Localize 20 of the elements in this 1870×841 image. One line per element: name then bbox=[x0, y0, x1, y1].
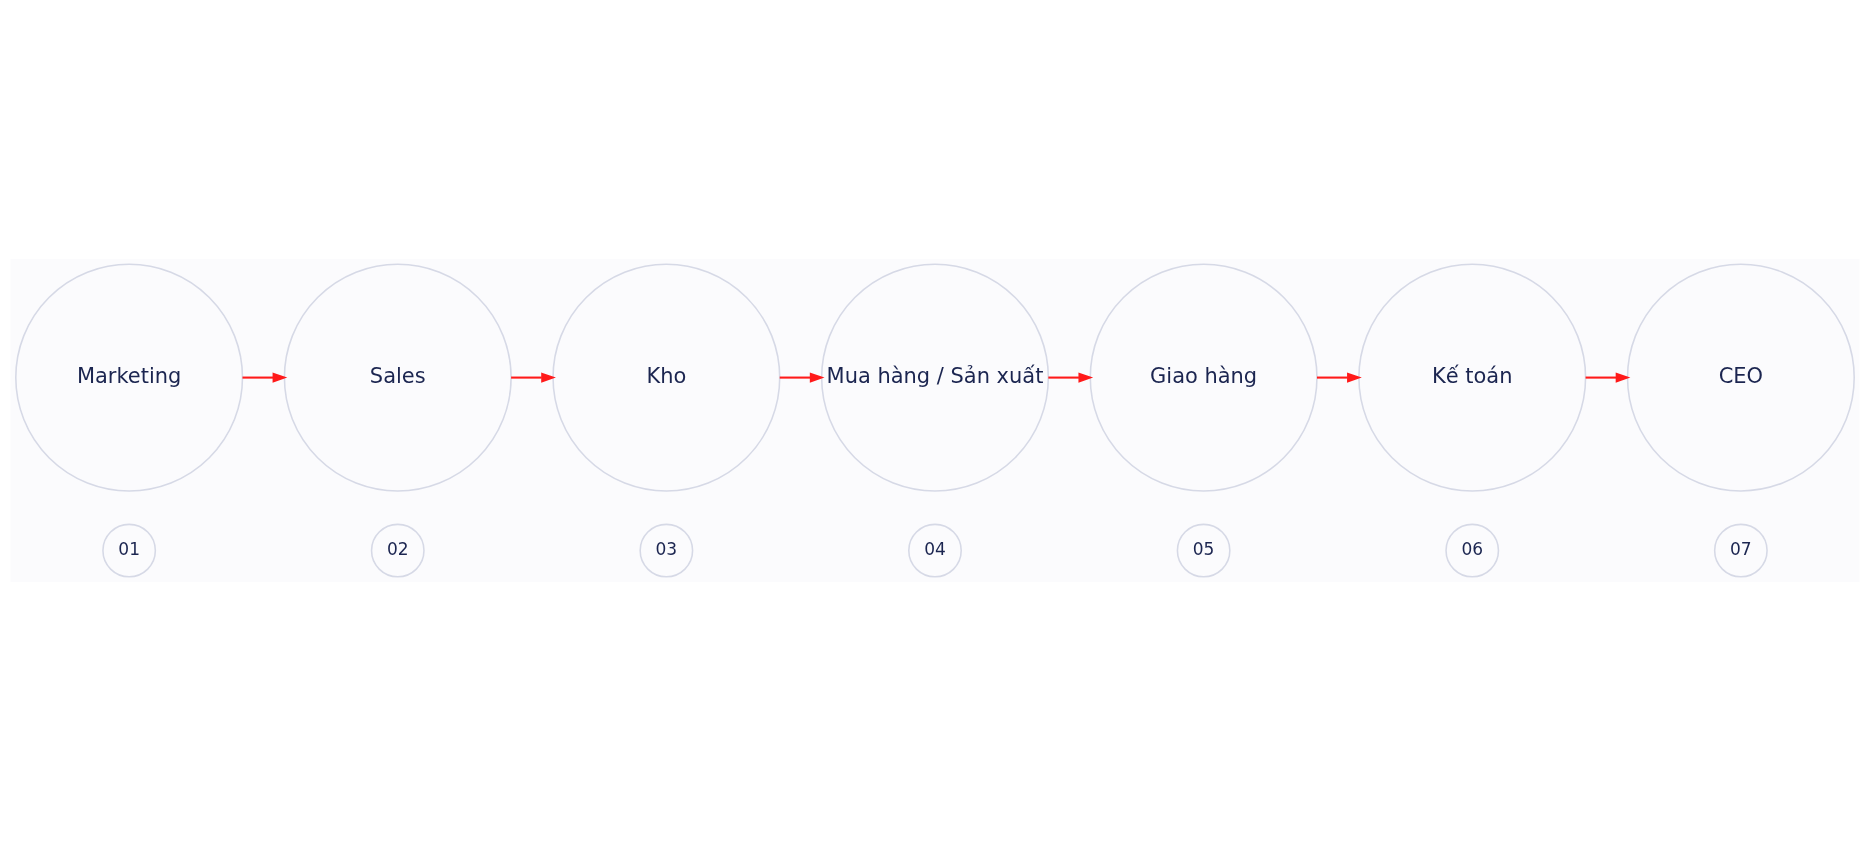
node-circle: Kế toán bbox=[1358, 263, 1587, 492]
node-circle: 04 bbox=[908, 523, 962, 578]
arrow bbox=[1585, 372, 1631, 383]
node-circle: Marketing bbox=[15, 263, 244, 492]
node-circle: Giao hàng bbox=[1089, 263, 1318, 492]
arrow bbox=[779, 372, 825, 383]
node-circle: 07 bbox=[1713, 523, 1768, 578]
node-circle: 05 bbox=[1176, 523, 1231, 578]
node-circle: 01 bbox=[102, 523, 157, 578]
node-circle: Sales bbox=[283, 263, 512, 492]
node-circle: Mua hàng / Sản xuất bbox=[820, 263, 1050, 492]
arrow bbox=[242, 372, 288, 383]
arrow bbox=[1048, 372, 1094, 383]
node-circle: 03 bbox=[639, 523, 694, 578]
node-circle: Kho bbox=[552, 263, 781, 492]
node-circle: 06 bbox=[1445, 523, 1500, 578]
arrow bbox=[1316, 372, 1362, 383]
node-circle: 02 bbox=[370, 523, 425, 578]
arrow bbox=[511, 372, 556, 383]
node-circle: CEO bbox=[1626, 263, 1855, 492]
